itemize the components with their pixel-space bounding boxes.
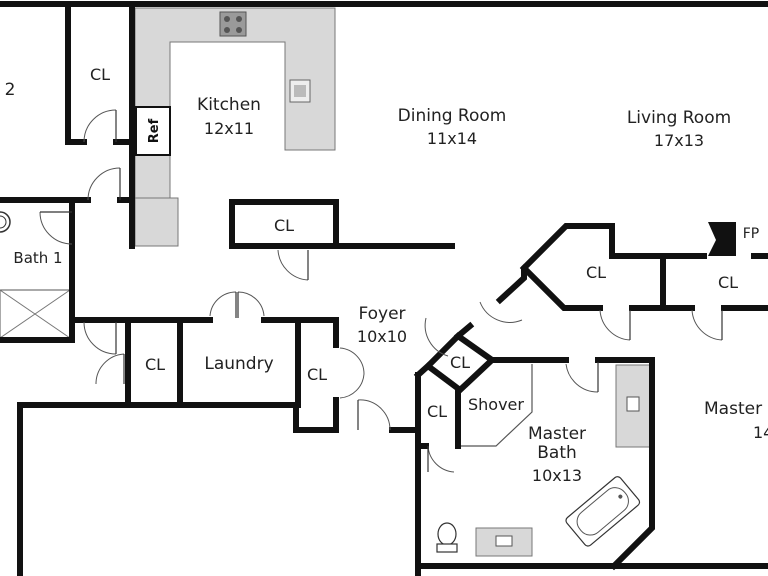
dining-room-name: Dining Room xyxy=(398,106,507,126)
kitchen-counters xyxy=(134,7,651,557)
fireplace-hearth xyxy=(708,222,736,256)
closet-label-foyer: CL xyxy=(307,365,327,384)
stove-icon xyxy=(219,11,247,37)
closet-label-kitchen: CL xyxy=(274,216,294,235)
shower-label: Shover xyxy=(468,395,524,414)
closet-label-angled: CL xyxy=(586,263,606,282)
laundry-label: Laundry xyxy=(204,354,273,374)
living-room-name: Living Room xyxy=(627,108,731,128)
refrigerator-label: Ref xyxy=(147,118,162,143)
kitchen-size: 12x11 xyxy=(204,119,254,138)
kitchen-sink-icon xyxy=(289,79,311,103)
closet-label-laundry-left: CL xyxy=(145,355,165,374)
fireplace-label: FP xyxy=(743,226,760,242)
living-room-size: 17x13 xyxy=(654,131,704,150)
master-bath-name: Master xyxy=(528,424,586,444)
door-swings xyxy=(39,109,723,473)
closet-label-diamond: CL xyxy=(450,353,470,372)
vanity-sink-icon xyxy=(495,396,640,547)
closet-label-top-left: CL xyxy=(90,65,110,84)
foyer-size: 10x10 xyxy=(357,327,407,346)
kitchen-name: Kitchen xyxy=(197,95,261,115)
closet-label-right: CL xyxy=(718,273,738,292)
bath1-label: Bath 1 xyxy=(13,249,62,267)
shower-stall-icon xyxy=(0,289,71,339)
master-bath-size: 10x13 xyxy=(532,466,582,485)
dining-room-size: 11x14 xyxy=(427,129,477,148)
closet-label-master-bath: CL xyxy=(427,402,447,421)
bathtub-icon xyxy=(565,476,641,547)
foyer-name: Foyer xyxy=(358,304,405,324)
refrigerator-box xyxy=(135,106,171,156)
master-bedroom-name: Master xyxy=(704,399,762,419)
toilet-icon xyxy=(436,522,458,553)
master-bath-name-line2: Bath xyxy=(537,443,577,463)
master-bedroom-size: 14 xyxy=(753,423,768,442)
bedroom-label: 2 xyxy=(5,80,16,100)
bath1-sink-icon xyxy=(0,211,11,233)
